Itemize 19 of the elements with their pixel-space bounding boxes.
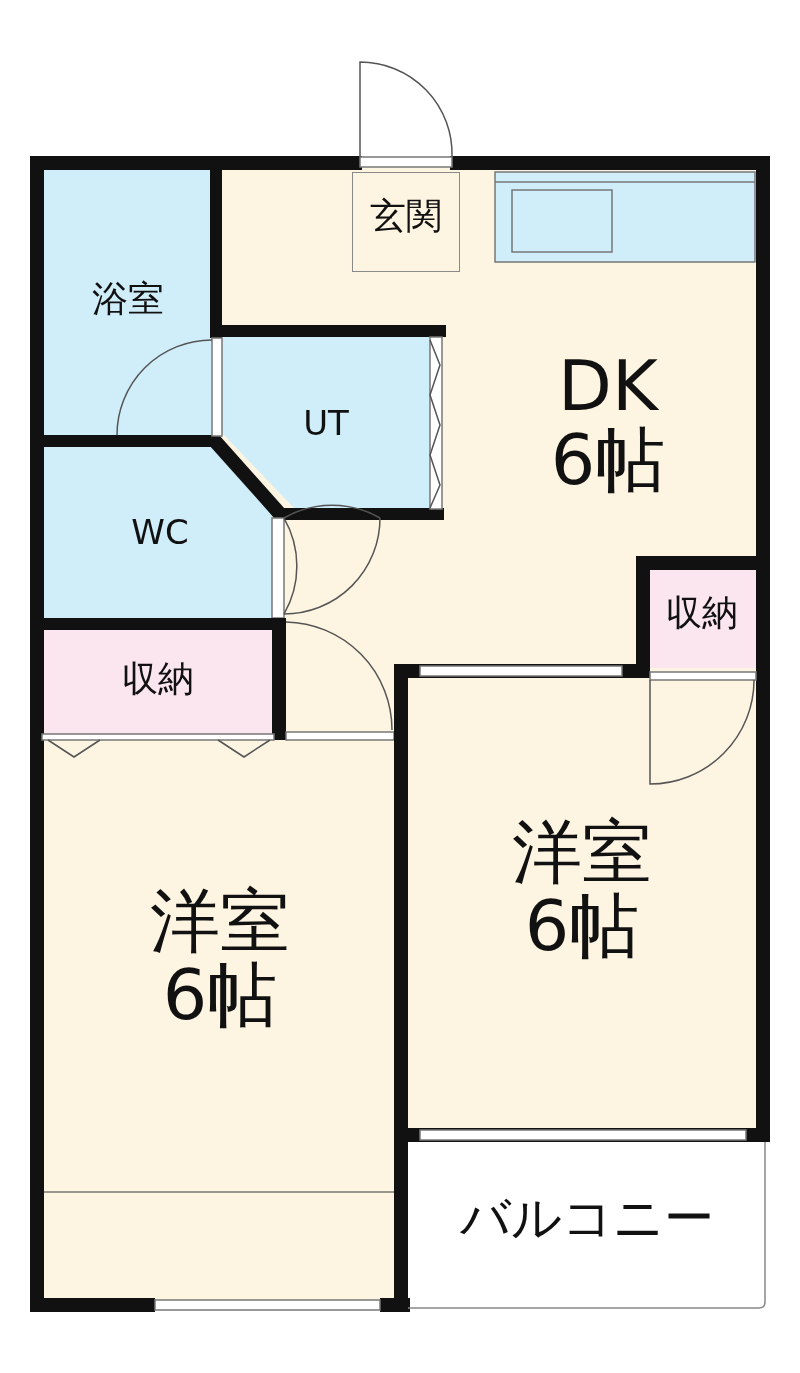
- room-area: [648, 568, 756, 668]
- room-label: 6帖: [550, 423, 666, 497]
- room-area: [42, 168, 214, 436]
- room-label: 収納: [122, 660, 194, 698]
- room-label: UT: [303, 406, 349, 442]
- room-label: 洋室: [150, 885, 290, 959]
- room-area: [352, 172, 460, 272]
- room-label: 浴室: [92, 280, 164, 318]
- room-label: 6帖: [162, 958, 278, 1032]
- room-label: 玄関: [370, 197, 442, 235]
- room-label: バルコニー: [459, 1192, 714, 1245]
- room-label: DK: [558, 350, 658, 424]
- room-label: 収納: [666, 594, 738, 632]
- room-label: 洋室: [512, 816, 652, 890]
- room-label: WC: [131, 515, 189, 551]
- room-label: 6帖: [524, 889, 640, 963]
- room-area: [222, 337, 430, 508]
- room-area: [44, 630, 272, 734]
- room-area: [408, 1140, 765, 1306]
